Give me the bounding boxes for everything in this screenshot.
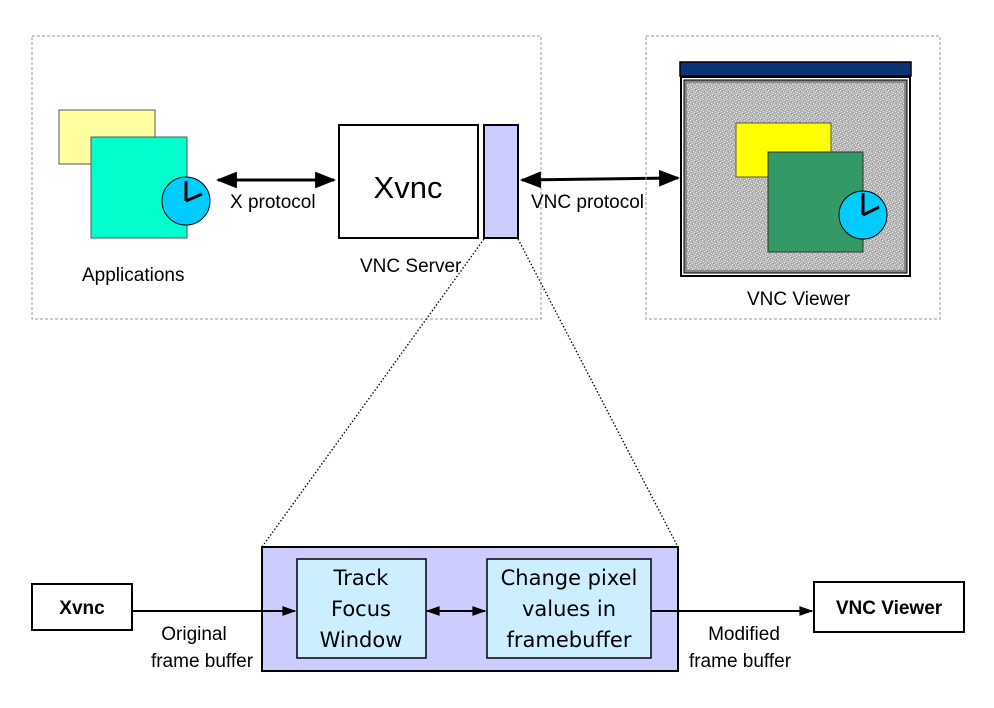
vnc-viewer-label: VNC Viewer: [747, 289, 851, 310]
pipeline-vnc-viewer-box: [813, 581, 965, 633]
viewer-host-group: [645, 35, 941, 320]
clock-icon: [161, 176, 211, 226]
vnc-server-label: VNC Server: [360, 256, 462, 277]
zoom-callout-right: [517, 238, 679, 548]
applications-label: Applications: [82, 265, 184, 286]
x-protocol-label: X protocol: [230, 192, 316, 213]
vnc-protocol-connector: [519, 169, 681, 189]
change-pixel-values-box: [486, 558, 652, 659]
pipeline-xvnc-label: Xvnc: [59, 598, 105, 619]
vnc-protocol-label: VNC protocol: [531, 192, 644, 213]
viewer-clock-icon: [838, 190, 888, 240]
modified-framebuffer-label-line2: frame buffer: [689, 651, 792, 672]
applications-icon: [58, 109, 211, 239]
xvnc-label: Xvnc: [374, 170, 443, 205]
change-pixel-values-line1: Change pixel: [501, 566, 638, 590]
pipeline-vnc-viewer-label: VNC Viewer: [836, 598, 943, 619]
track-focus-window-line1: Track: [333, 566, 390, 590]
xvnc-box: [338, 124, 479, 239]
filter-module-box: [483, 124, 519, 239]
change-pixel-values-line3: framebuffer: [507, 628, 632, 652]
track-focus-window-line2: Focus: [331, 597, 391, 621]
original-framebuffer-label-line2: frame buffer: [151, 651, 254, 672]
track-focus-window-box: [296, 558, 427, 659]
pipeline-xvnc-box: [31, 583, 133, 631]
original-framebuffer-label-line1: Original: [161, 624, 226, 645]
viewer-titlebar: [679, 61, 912, 77]
track-focus-window-line3: Window: [320, 628, 403, 652]
modified-framebuffer-label-line1: Modified: [708, 624, 780, 645]
zoom-callout-left: [261, 238, 485, 548]
vnc-viewer-window: [679, 61, 912, 277]
change-pixel-values-line2: values in: [522, 597, 616, 621]
